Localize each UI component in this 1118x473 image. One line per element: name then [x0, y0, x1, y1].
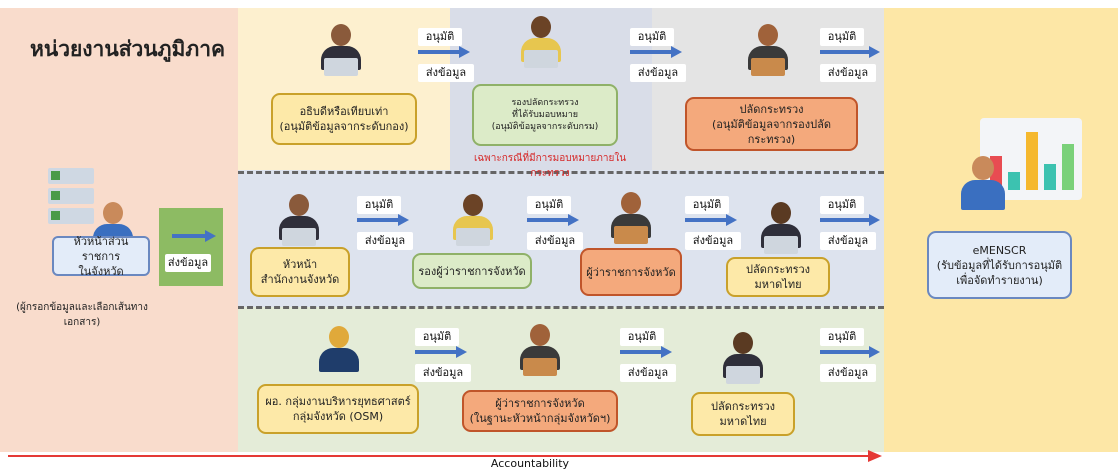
origin-box: หัวหน้าส่วนราชการ ในจังหวัด	[52, 235, 150, 278]
bottom-send-label-1: ส่งข้อมูล	[415, 364, 471, 382]
top-arrow-3	[820, 46, 880, 58]
page-title: หน่วยงานส่วนภูมิภาค	[30, 37, 226, 61]
top-send-label-2: ส่งข้อมูล	[630, 64, 686, 82]
top-arrow-2	[630, 46, 682, 58]
middle-approve-label-1: อนุมัติ	[357, 196, 401, 214]
middle-arrow-1	[357, 214, 409, 226]
middle-send-label-3: ส่งข้อมูล	[685, 232, 741, 250]
interior-permanent-secretary-avatar-icon	[756, 198, 806, 256]
bottom-box-1: ผอ. กลุ่มงานบริหารยุทธศาสตร์ กลุ่มจังหวั…	[257, 384, 419, 434]
bottom-arrow-2	[620, 346, 672, 358]
osm-director-avatar-icon	[314, 322, 364, 380]
middle-arrow-4	[820, 214, 880, 226]
top-box-3: ปลัดกระทรวง (อนุมัติข้อมูลจากรองปลัดกระท…	[685, 97, 858, 151]
middle-box-4: ปลัดกระทรวง มหาดไทย	[726, 257, 830, 297]
top-arrow-1	[418, 46, 470, 58]
permanent-secretary-avatar-icon	[743, 20, 793, 78]
provincial-office-head-avatar-icon	[274, 190, 324, 248]
middle-approve-label-4: อนุมัติ	[820, 196, 864, 214]
director-general-avatar-icon	[316, 20, 366, 78]
middle-approve-label-3: อนุมัติ	[685, 196, 729, 214]
row-separator-top	[238, 171, 884, 174]
origin-note: (ผู้กรอกข้อมูลและเลือกเส้นทาง เอกสาร)	[16, 302, 148, 328]
bottom-permanent-secretary-avatar-icon	[718, 328, 768, 386]
bottom-approve-label-1: อนุมัติ	[415, 328, 459, 346]
emenscr-box: eMENSCR (รับข้อมูลที่ได้รับการอนุมัติ เพ…	[927, 231, 1072, 299]
middle-approve-label-2: อนุมัติ	[527, 196, 571, 214]
bottom-arrow-1	[415, 346, 467, 358]
send-panel	[159, 208, 223, 286]
reporter-avatar-icon	[955, 150, 1011, 216]
bottom-approve-label-3: อนุมัติ	[820, 328, 864, 346]
top-note-red: เฉพาะกรณีที่มีการมอบหมายภายในกระทรวง	[473, 153, 627, 179]
checklist-icon	[48, 168, 108, 236]
bottom-send-label-2: ส่งข้อมูล	[620, 364, 676, 382]
middle-box-1: หัวหน้า สำนักงานจังหวัด	[250, 247, 350, 297]
top-approve-label-1: อนุมัติ	[418, 28, 462, 46]
send-box: ส่งข้อมูล	[165, 254, 211, 272]
bottom-box-3: ปลัดกระทรวง มหาดไทย	[691, 392, 795, 436]
middle-box-3: ผู้ว่าราชการจังหวัด	[580, 248, 682, 296]
top-box-1: อธิบดีหรือเทียบเท่า (อนุมัติข้อมูลจากระด…	[271, 93, 417, 145]
accountability-arrow	[8, 450, 884, 462]
middle-send-label-1: ส่งข้อมูล	[357, 232, 413, 250]
row-separator-bottom	[238, 306, 884, 309]
bottom-box-2: ผู้ว่าราชการจังหวัด (ในฐานะหัวหน้ากลุ่มจ…	[462, 390, 618, 432]
accountability-label: Accountability	[490, 457, 570, 470]
report-chart-icon	[980, 118, 1082, 200]
bottom-arrow-3	[820, 346, 880, 358]
top-box-2: รองปลัดกระทรวง ที่ได้รับมอบหมาย (อนุมัติ…	[472, 84, 618, 146]
send-arrow-icon	[172, 230, 216, 242]
middle-send-label-4: ส่งข้อมูล	[820, 232, 876, 250]
middle-arrow-2	[527, 214, 579, 226]
middle-arrow-3	[685, 214, 737, 226]
cluster-governor-avatar-icon	[515, 320, 565, 378]
middle-send-label-2: ส่งข้อมูล	[527, 232, 583, 250]
top-send-label-3: ส่งข้อมูล	[820, 64, 876, 82]
top-send-label-1: ส่งข้อมูล	[418, 64, 474, 82]
vice-governor-avatar-icon	[448, 190, 498, 248]
top-approve-label-3: อนุมัติ	[820, 28, 864, 46]
right-panel	[884, 8, 1118, 452]
deputy-permanent-secretary-avatar-icon	[516, 12, 566, 70]
governor-avatar-icon	[606, 188, 656, 246]
bottom-send-label-3: ส่งข้อมูล	[820, 364, 876, 382]
bottom-approve-label-2: อนุมัติ	[620, 328, 664, 346]
top-approve-label-2: อนุมัติ	[630, 28, 674, 46]
middle-box-2: รองผู้ว่าราชการจังหวัด	[412, 253, 532, 289]
